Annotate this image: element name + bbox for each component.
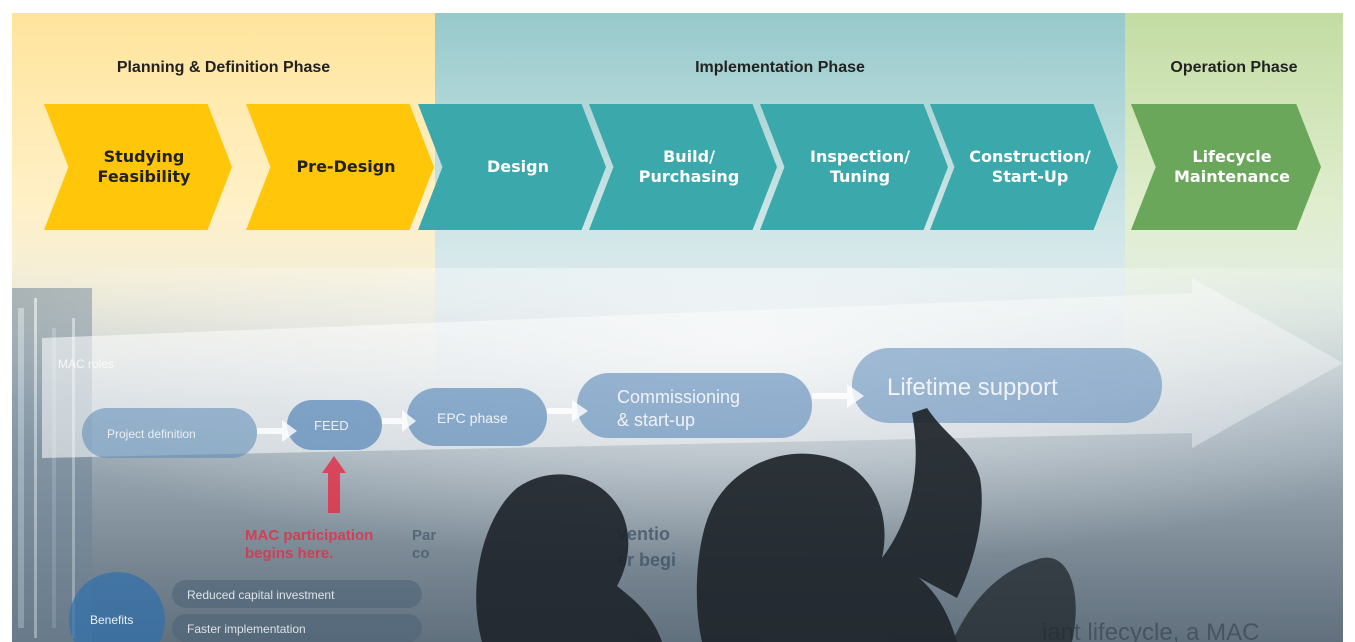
step-pre-design: Pre-Design [246,104,434,230]
step-build-purchasing: Build/ Purchasing [589,104,777,230]
step-construction-start-up: Construction/ Start-Up [930,104,1118,230]
step-studying-feasibility: Studying Feasibility [44,104,232,230]
step-inspection-tuning: Inspection/ Tuning [760,104,948,230]
implementation-phase-title: Implementation Phase [695,59,865,76]
operation-phase-title: Operation Phase [1170,59,1298,76]
step-design: Design [418,104,606,230]
step-lifecycle-maintenance: Lifecycle Maintenance [1131,104,1321,230]
process-diagram: MAC roles Project definition FEED EPC ph… [12,13,1343,642]
planning-phase-title: Planning & Definition Phase [116,59,331,76]
